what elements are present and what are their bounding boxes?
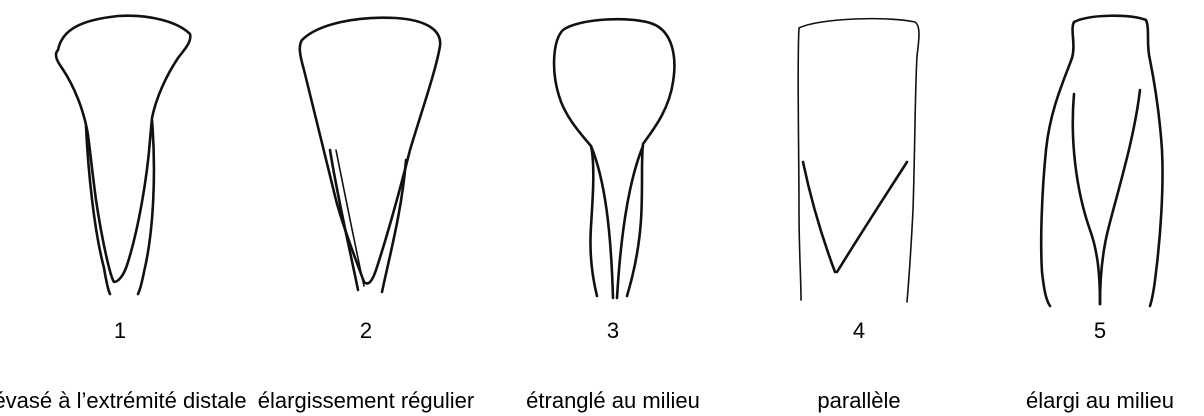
figure-4: 4 parallèle [739, 0, 979, 416]
figure-2-caption: élargissement régulier [226, 388, 506, 414]
tooth-3-drawing [493, 0, 733, 310]
figure-4-caption: parallèle [719, 388, 999, 414]
figure-3-number: 3 [493, 318, 733, 344]
figure-5-number: 5 [980, 318, 1204, 344]
figure-5: 5 élargi au milieu [980, 0, 1204, 416]
tooth-3-root-right [617, 146, 643, 298]
figure-3: 3 étranglé au milieu [493, 0, 733, 416]
figure-3-caption: étranglé au milieu [473, 388, 753, 414]
figure-5-caption: élargi au milieu [960, 388, 1204, 414]
figure-2: 2 élargissement régulier [246, 0, 486, 416]
tooth-4-root-left [803, 162, 835, 272]
tooth-4-drawing [739, 0, 979, 310]
tooth-2-drawing [246, 0, 486, 310]
tooth-4-crown-outline [798, 19, 919, 302]
tooth-1-drawing [0, 0, 240, 310]
tooth-2-crown-outline [300, 18, 440, 284]
tooth-1-crown-outline [56, 16, 190, 282]
tooth-5-root-right [1100, 90, 1140, 304]
tooth-5-root-left [1073, 94, 1100, 304]
figure-1-caption: évasé à l’extrémité distale [0, 388, 260, 414]
tooth-4-root-right [837, 162, 907, 272]
tooth-3-crown-outline [554, 19, 674, 296]
figure-1-number: 1 [0, 318, 240, 344]
figure-4-number: 4 [739, 318, 979, 344]
figure-1: 1 évasé à l’extrémité distale [0, 0, 240, 416]
figure-2-number: 2 [246, 318, 486, 344]
tooth-2-root-left [330, 150, 358, 290]
tooth-5-drawing [980, 0, 1204, 310]
